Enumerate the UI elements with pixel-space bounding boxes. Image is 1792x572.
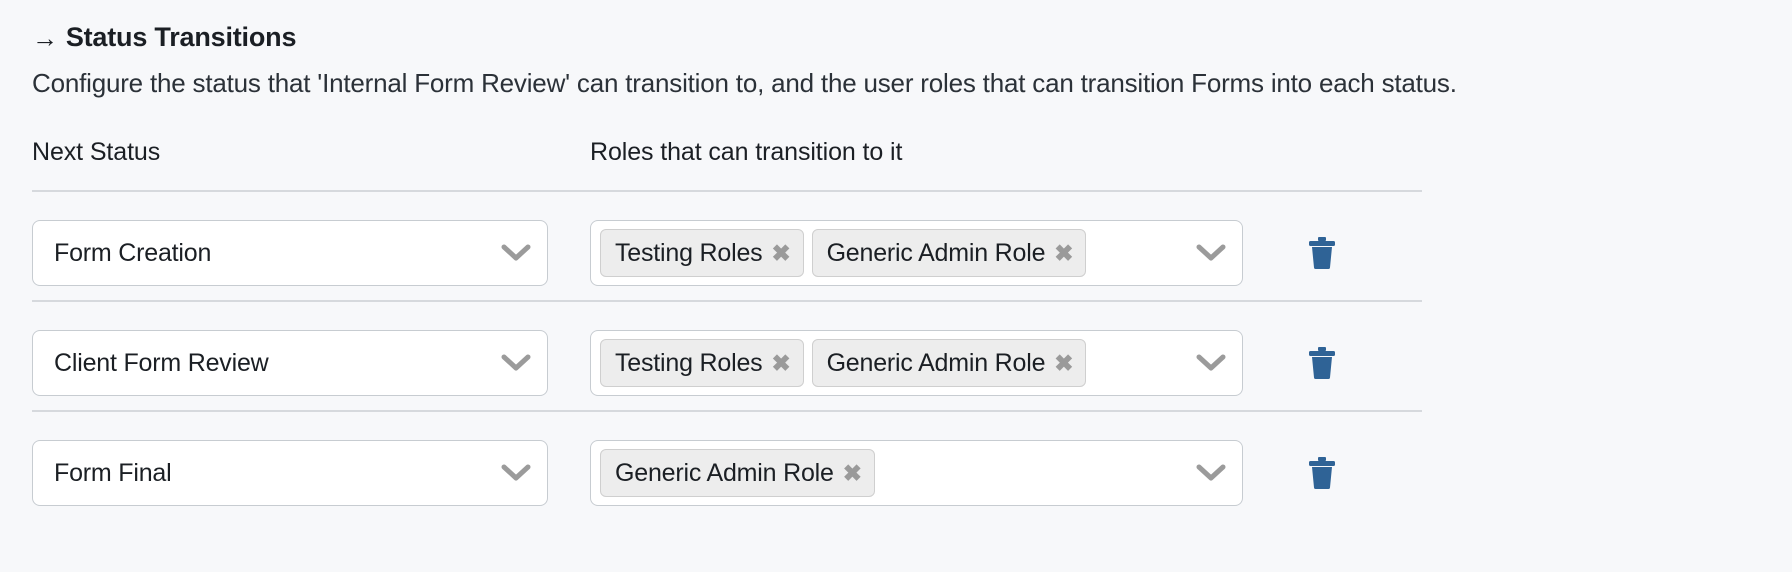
selected-roles-list: Generic Admin Role ✖: [600, 449, 875, 497]
chevron-down-icon[interactable]: [501, 244, 531, 262]
role-tag[interactable]: Generic Admin Role ✖: [600, 449, 875, 497]
remove-role-icon[interactable]: ✖: [1054, 349, 1074, 376]
next-status-value: Client Form Review: [54, 348, 269, 377]
section-description: Configure the status that 'Internal Form…: [32, 68, 1457, 98]
transition-row: Client Form Review Testing Roles✖Generic…: [0, 300, 1792, 410]
role-tag-label: Testing Roles: [615, 348, 763, 377]
trash-icon: [1307, 456, 1337, 493]
column-header-roles: Roles that can transition to it: [590, 138, 903, 166]
arrow-right-icon: →: [32, 22, 58, 53]
remove-role-icon[interactable]: ✖: [842, 459, 862, 486]
role-tag-label: Generic Admin Role: [826, 348, 1046, 377]
roles-multiselect[interactable]: Testing Roles ✖ Generic Admin Role ✖: [590, 330, 1243, 396]
transition-row: Form Final Generic Admin Role ✖: [0, 410, 1792, 520]
roles-multiselect[interactable]: Generic Admin Role ✖: [590, 440, 1243, 506]
row-separator: [32, 190, 1422, 192]
page-title: Status Transitions: [65, 22, 297, 52]
transition-row: Form Creation Testing Roles✖Generic Admi…: [0, 190, 1792, 300]
chevron-down-icon[interactable]: [501, 464, 531, 482]
delete-transition-button[interactable]: [1300, 455, 1344, 493]
next-status-select[interactable]: Client Form Review: [32, 330, 548, 396]
chevron-down-icon[interactable]: [1196, 464, 1226, 482]
row-separator: [32, 410, 1422, 412]
delete-transition-button[interactable]: [1300, 345, 1344, 383]
remove-role-icon[interactable]: ✖: [771, 239, 791, 266]
role-tag-label: Testing Roles: [615, 238, 763, 267]
role-tag[interactable]: Testing Roles ✖: [600, 339, 804, 387]
chevron-down-icon[interactable]: [1196, 244, 1226, 262]
next-status-value: Form Creation: [54, 238, 212, 267]
next-status-select[interactable]: Form Final: [32, 440, 548, 506]
selected-roles-list: Testing Roles ✖ Generic Admin Role ✖: [600, 229, 1087, 277]
delete-transition-button[interactable]: [1300, 235, 1344, 273]
role-tag[interactable]: Generic Admin Role ✖: [811, 339, 1087, 387]
chevron-down-icon[interactable]: [501, 354, 531, 372]
row-separator: [32, 300, 1422, 302]
role-tag-label: Generic Admin Role: [615, 458, 834, 487]
column-header-next-status: Next Status: [32, 138, 161, 166]
roles-multiselect[interactable]: Testing Roles ✖ Generic Admin Role ✖: [590, 220, 1243, 286]
trash-icon: [1307, 346, 1337, 383]
role-tag[interactable]: Generic Admin Role ✖: [811, 229, 1087, 277]
next-status-value: Form Final: [54, 458, 172, 487]
role-tag[interactable]: Testing Roles ✖: [600, 229, 804, 277]
remove-role-icon[interactable]: ✖: [1054, 239, 1074, 266]
trash-icon: [1307, 236, 1337, 273]
remove-role-icon[interactable]: ✖: [771, 349, 791, 376]
selected-roles-list: Testing Roles ✖ Generic Admin Role ✖: [600, 339, 1087, 387]
role-tag-label: Generic Admin Role: [826, 238, 1046, 267]
transition-rows: Form Creation Testing Roles✖Generic Admi…: [0, 190, 1792, 520]
section-title: → Status Transitions: [32, 22, 296, 53]
next-status-select[interactable]: Form Creation: [32, 220, 548, 286]
chevron-down-icon[interactable]: [1196, 354, 1226, 372]
